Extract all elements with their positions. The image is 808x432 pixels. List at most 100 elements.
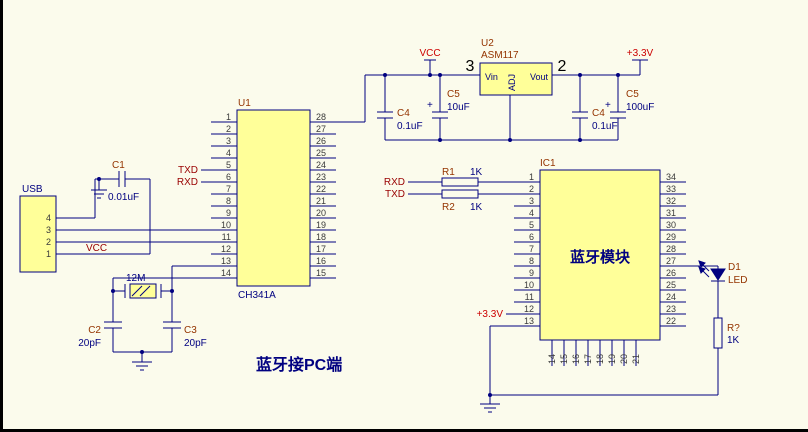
- svg-text:12: 12: [524, 304, 534, 314]
- u2-pin-vin-label: Vin: [485, 72, 498, 82]
- c4b-designator: C4: [592, 108, 605, 119]
- ic1-body[interactable]: [539, 169, 661, 341]
- led-d1[interactable]: D1 LED: [698, 260, 747, 286]
- r2-body[interactable]: [441, 189, 479, 199]
- net-label-vcc-usb: VCC: [86, 243, 107, 254]
- svg-text:23: 23: [666, 304, 676, 314]
- net-label-rxd-ic1: RXD: [384, 177, 405, 188]
- crystal-12m[interactable]: 12M: [124, 273, 162, 299]
- d1-designator: D1: [728, 262, 741, 273]
- u2-body[interactable]: [479, 62, 553, 96]
- junction-dots: [97, 73, 620, 397]
- svg-text:1: 1: [46, 249, 51, 259]
- capacitor-c1[interactable]: C1 0.01uF: [108, 160, 139, 203]
- svg-text:2: 2: [226, 124, 231, 134]
- u1-body[interactable]: [236, 109, 311, 287]
- c5a-plus-sign: +: [427, 100, 433, 111]
- svg-text:13: 13: [221, 256, 231, 266]
- svg-text:3: 3: [226, 136, 231, 146]
- svg-text:25: 25: [666, 280, 676, 290]
- u2-pin-adj-label: ADJ: [507, 74, 517, 91]
- c5a-value: 10uF: [447, 102, 470, 113]
- capacitor-c5-left[interactable]: + C5 10uF: [427, 89, 470, 119]
- c5b-designator: C5: [626, 89, 639, 100]
- crystal-symbol[interactable]: [124, 283, 162, 299]
- c2-value: 20pF: [78, 338, 101, 349]
- svg-text:8: 8: [529, 256, 534, 266]
- c2-designator: C2: [88, 325, 101, 336]
- svg-text:9: 9: [529, 268, 534, 278]
- r1-value: 1K: [470, 167, 483, 178]
- svg-text:12: 12: [221, 244, 231, 254]
- svg-text:7: 7: [529, 244, 534, 254]
- c5a-plates: [432, 111, 448, 119]
- r1-body[interactable]: [441, 177, 479, 187]
- svg-text:20: 20: [619, 354, 629, 364]
- svg-text:7: 7: [226, 184, 231, 194]
- svg-text:25: 25: [316, 148, 326, 158]
- svg-text:24: 24: [316, 160, 326, 170]
- svg-text:6: 6: [529, 232, 534, 242]
- power-label-3v3: +3.3V: [627, 48, 654, 59]
- svg-text:8: 8: [226, 196, 231, 206]
- c1-designator: C1: [112, 160, 125, 171]
- svg-text:22: 22: [316, 184, 326, 194]
- c1-plates: [118, 171, 126, 187]
- r7-designator: R?: [727, 323, 740, 334]
- c4a-designator: C4: [397, 108, 410, 119]
- ground-symbol-c1: [91, 179, 107, 199]
- c3-value: 20pF: [184, 338, 207, 349]
- capacitor-c2[interactable]: C2 20pF: [78, 321, 122, 349]
- usb-body[interactable]: [19, 195, 57, 273]
- led-triangle: [710, 268, 726, 281]
- svg-text:27: 27: [316, 124, 326, 134]
- capacitor-c5-right[interactable]: + C5 100uF: [605, 89, 654, 119]
- svg-text:16: 16: [571, 354, 581, 364]
- svg-text:16: 16: [316, 256, 326, 266]
- svg-text:33: 33: [666, 184, 676, 194]
- svg-text:6: 6: [226, 172, 231, 182]
- svg-text:17: 17: [583, 354, 593, 364]
- svg-text:17: 17: [316, 244, 326, 254]
- svg-text:15: 15: [316, 268, 326, 278]
- u2-designator: U2: [481, 38, 494, 49]
- led-arrow-head-2: [698, 266, 706, 274]
- led-arrow-head-1: [698, 260, 706, 268]
- svg-text:18: 18: [316, 232, 326, 242]
- net-label-txd-ic1: TXD: [385, 189, 405, 200]
- resistor-r2[interactable]: R2 1K: [441, 189, 483, 213]
- svg-text:10: 10: [524, 280, 534, 290]
- u2-regulator-asm117[interactable]: U2 ASM117 Vin Vout ADJ 3 2: [466, 38, 567, 96]
- resistor-r1[interactable]: R1 1K: [441, 167, 483, 187]
- c2-plates: [104, 321, 122, 329]
- svg-text:2: 2: [529, 184, 534, 194]
- svg-text:23: 23: [316, 172, 326, 182]
- crystal-value: 12M: [126, 273, 145, 284]
- resistor-r7[interactable]: R? 1K: [713, 317, 740, 349]
- capacitor-c3[interactable]: C3 20pF: [163, 321, 207, 349]
- c5b-value: 100uF: [626, 102, 654, 113]
- svg-text:28: 28: [316, 112, 326, 122]
- c3-designator: C3: [184, 325, 197, 336]
- capacitor-c4-left[interactable]: C4 0.1uF: [377, 108, 423, 132]
- capacitor-c4-right[interactable]: C4 0.1uF: [572, 108, 618, 132]
- svg-text:32: 32: [666, 196, 676, 206]
- c1-value: 0.01uF: [108, 192, 139, 203]
- svg-text:28: 28: [666, 244, 676, 254]
- svg-text:15: 15: [559, 354, 569, 364]
- net-label-3v3-ic1: +3.3V: [477, 309, 504, 320]
- svg-text:9: 9: [226, 208, 231, 218]
- svg-text:11: 11: [222, 232, 231, 242]
- r7-body[interactable]: [713, 317, 723, 349]
- u1-part-number: CH341A: [238, 290, 276, 301]
